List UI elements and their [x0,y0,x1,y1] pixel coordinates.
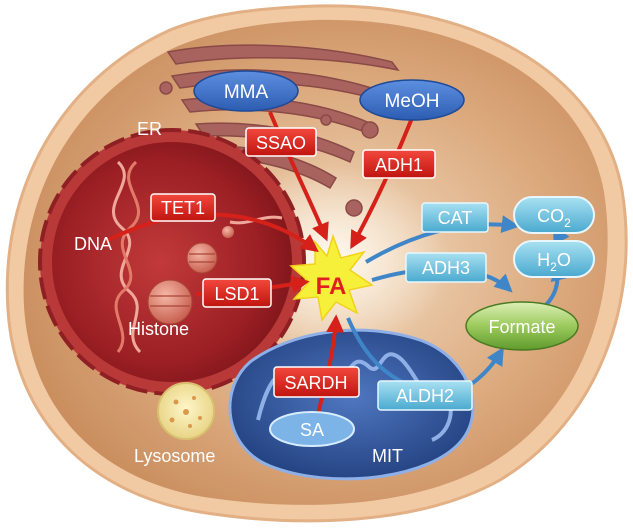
mma-ellipse [193,70,299,112]
h2o-text: H2O [537,250,571,274]
co2-subscript: 2 [564,216,571,230]
lysosome-label: Lysosome [134,446,215,466]
mit-label: MIT [372,446,403,466]
ssao-text: SSAO [256,133,306,153]
arrow-sa-to-fa [316,314,345,415]
aldh2-text: ALDH2 [396,386,454,406]
fa-text: FA [316,273,347,300]
histones [147,226,234,325]
histone-label: Histone [128,319,189,339]
h2o-h: H [537,250,550,270]
arrow-meoh-to-fa [350,117,414,250]
meoh-ellipse [359,79,465,121]
h2o-o: O [557,250,571,270]
h2o-pill [513,240,595,278]
tet1-box [150,193,216,222]
adh3-text: ADH3 [422,258,470,278]
sa-text: SA [300,420,324,440]
sardh-text: SARDH [284,373,347,393]
sa-ellipse [269,411,355,447]
adh1-text: ADH1 [375,155,423,175]
formate-ellipse [465,301,579,351]
sardh-box [273,366,360,398]
co2-base: CO [537,206,564,226]
dna-label: DNA [74,234,112,254]
er-label: ER [137,119,162,139]
ssao-box [245,127,317,157]
mma-text: MMA [224,82,269,103]
nucleus [38,128,306,396]
cat-text: CAT [438,208,473,228]
lysosome [157,382,215,440]
co2-text: CO2 [537,206,571,230]
adh3-box [405,252,487,283]
meoh-text: MeOH [385,91,440,112]
tet1-text: TET1 [161,198,205,218]
adh1-box [362,149,436,179]
cat-box [421,202,489,233]
lsd1-box [202,278,272,308]
h2o-subscript: 2 [550,260,557,274]
lsd1-text: LSD1 [214,284,259,304]
aldh2-box [377,380,473,411]
formate-text: Formate [488,317,555,337]
fa-star [289,233,374,322]
co2-pill [513,196,595,234]
